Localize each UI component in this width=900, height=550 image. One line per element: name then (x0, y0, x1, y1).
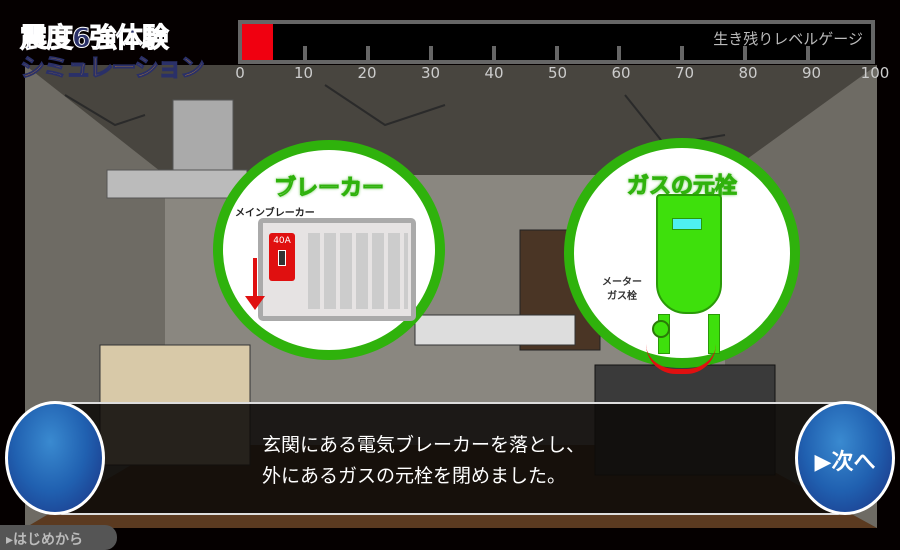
gauge-fill (242, 24, 274, 60)
gauge-tick-label: 50 (547, 64, 568, 82)
gauge-tick (806, 46, 811, 60)
breaker-title: ブレーカー (273, 176, 384, 202)
dialog-line-1: 玄関にある電気ブレーカーを落とし、 (262, 434, 586, 456)
gauge-tick-label: 80 (738, 64, 758, 82)
sub-breakers (308, 233, 408, 309)
survival-gauge: 生き残りレベルゲージ (238, 20, 875, 64)
gauge-tick-label: 10 (293, 64, 314, 82)
logo-subtitle: シミュレーション (19, 53, 205, 83)
gas-valve-icon (652, 320, 670, 338)
dialog-line-2: 外にあるガスの元栓を閉めました。 (262, 465, 567, 487)
meter-gas-valve-label: メーターガス栓 (602, 276, 642, 304)
gauge-tick-label: 30 (420, 64, 441, 82)
gauge-tick-label: 90 (801, 64, 822, 82)
gas-valve-label: ガス栓 (607, 291, 637, 302)
gauge-tick-label: 20 (357, 64, 377, 82)
gas-meter (656, 194, 722, 314)
breaker-box: 40A (258, 218, 416, 321)
gauge-tick-label: 40 (484, 64, 504, 82)
breaker-amp: 40A (273, 236, 291, 246)
restart-button[interactable]: ▸はじめから (0, 525, 117, 550)
next-label: ▶次へ (814, 450, 876, 475)
logo-title: 震度6強体験 (20, 23, 170, 55)
gauge-tick-label: 60 (611, 64, 631, 82)
gauge-tick-label: 100 (860, 64, 890, 82)
gauge-tick (491, 46, 496, 60)
rotate-arrow-icon (646, 344, 716, 374)
gauge-tick (554, 46, 559, 60)
gauge-tick (680, 46, 685, 60)
gauge-tick (302, 46, 307, 60)
down-arrow-icon (253, 258, 257, 298)
gauge-tick-label: 0 (235, 64, 245, 82)
main-breaker-switch: 40A (269, 233, 295, 281)
gauge-tick (743, 46, 748, 60)
down-arrow-head-icon (245, 296, 265, 310)
gauge-title: 生き残りレベルゲージ (713, 30, 863, 48)
breaker-panel-callout: ブレーカー メインブレーカー 40A (213, 140, 445, 360)
gauge-tick-label: 70 (674, 64, 695, 82)
meter-label: メーター (602, 277, 642, 288)
main-breaker-label: メインブレーカー (235, 208, 315, 219)
gauge-tick (428, 46, 433, 60)
next-button[interactable]: ▶次へ (795, 401, 895, 515)
gauge-tick (617, 46, 622, 60)
app-logo: 震度6強体験 シミュレーション (18, 12, 228, 83)
back-button[interactable] (5, 401, 105, 515)
message-dialog: 玄関にある電気ブレーカーを落とし、 外にあるガスの元栓を閉めました。 (55, 402, 845, 515)
dialog-text: 玄関にある電気ブレーカーを落とし、 外にあるガスの元栓を閉めました。 (262, 430, 585, 492)
gas-valve-callout: ガスの元栓 メーターガス栓 (564, 138, 800, 374)
gauge-tick (365, 46, 370, 60)
